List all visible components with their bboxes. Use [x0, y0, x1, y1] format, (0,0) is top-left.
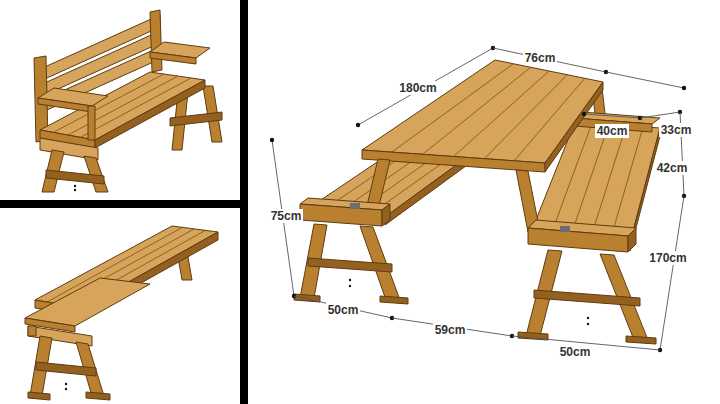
drawing-part [36, 362, 96, 376]
drawing-part [584, 114, 640, 118]
drawing-part [86, 392, 110, 400]
dimension-label: 180cm [397, 81, 438, 95]
drawing-part [300, 204, 382, 226]
drawing-part [582, 112, 586, 116]
drawing-part [587, 323, 589, 325]
drawing-part [682, 86, 686, 90]
drawing-part [46, 170, 104, 184]
drawing-part [570, 124, 609, 238]
drawing-part [28, 392, 50, 400]
drawing-part [356, 123, 360, 127]
drawing-part [81, 78, 191, 137]
drawing-part [65, 383, 67, 385]
drawing-part [392, 318, 512, 336]
drawing-part [170, 112, 222, 126]
drawing-part [528, 228, 628, 252]
dimension-label: 76cm [523, 51, 558, 65]
drawing-part [534, 290, 640, 306]
drawing-part [423, 67, 531, 154]
drawing-part [308, 258, 392, 272]
drawing-part [350, 203, 360, 209]
drawing-part [95, 80, 205, 148]
drawing-part [626, 336, 656, 344]
drawing-part [270, 138, 274, 142]
dimension-label: 50cm [558, 345, 593, 359]
dimension-label: 170cm [647, 251, 688, 265]
drawing-part [25, 278, 150, 326]
bench-view [34, 10, 222, 192]
drawing-part [590, 126, 626, 240]
drawing-part [349, 279, 351, 281]
dimension-label: 75cm [269, 209, 304, 223]
drawing-part [453, 71, 549, 157]
drawing-part [392, 64, 513, 152]
drawing-part [38, 98, 92, 112]
drawing-part [606, 72, 684, 88]
drawing-part [28, 326, 36, 336]
drawing-part [74, 185, 76, 187]
drawing-part [380, 296, 408, 304]
table-view [25, 226, 218, 400]
drawing-part [150, 10, 162, 72]
drawing-part [628, 228, 636, 252]
drawing-part [514, 78, 585, 161]
drawing-part [660, 196, 684, 350]
drawing-part [362, 60, 603, 163]
dimension-label: 40cm [595, 124, 630, 138]
panel-frame [0, 0, 248, 404]
drawing-part [349, 285, 351, 287]
drawing-part [74, 189, 76, 191]
drawing-part [358, 48, 493, 125]
drawing-part [294, 296, 392, 318]
drawing-part [484, 75, 567, 159]
drawing-part [240, 0, 248, 404]
drawing-part [65, 388, 67, 390]
drawing-part [88, 106, 95, 140]
drawing-part [560, 226, 570, 232]
dimension-lines [270, 46, 686, 352]
drawing-part [587, 317, 589, 319]
picnic-table-view [294, 60, 660, 344]
drawing-part [150, 52, 196, 64]
drawing-part [640, 112, 680, 118]
dimension-label: 42cm [655, 161, 690, 175]
drawing-part [493, 48, 606, 72]
drawing-part [382, 204, 390, 226]
drawing-part [610, 127, 643, 241]
dimension-label: 33cm [659, 123, 694, 137]
dimension-label: 50cm [326, 303, 361, 317]
drawing-part [0, 200, 240, 208]
dimension-label: 59cm [433, 323, 468, 337]
